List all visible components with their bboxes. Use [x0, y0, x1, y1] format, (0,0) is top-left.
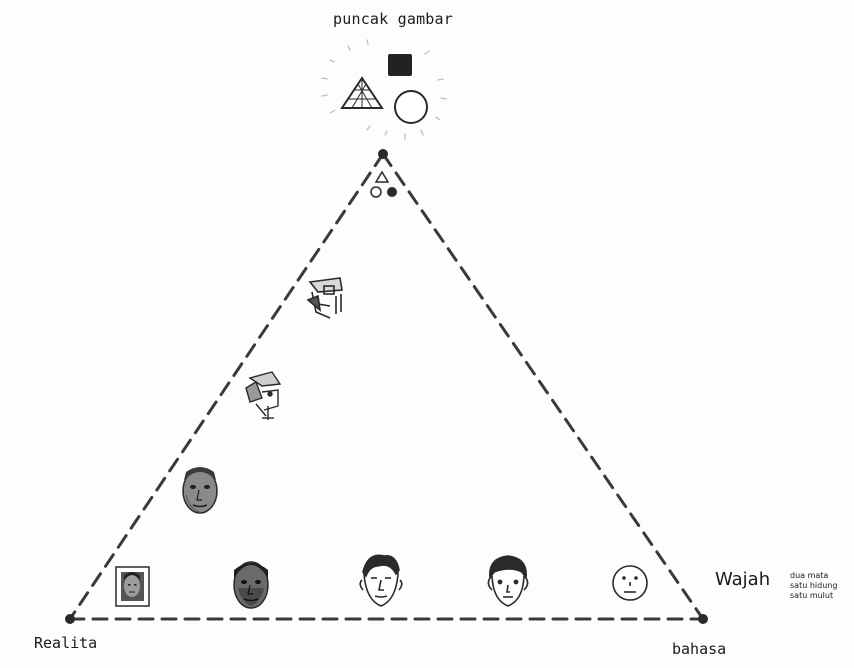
square-icon: [388, 54, 412, 76]
right-vertex: [698, 614, 708, 624]
face-note-eyes: dua mata: [790, 571, 829, 580]
simple-face-icon: [487, 555, 529, 607]
cubist-face-icon: [245, 371, 282, 420]
right-corner-label: bahasa: [672, 640, 727, 658]
right-edge: [381, 152, 705, 621]
left-vertex: [65, 614, 75, 624]
detailed-face-icon: [182, 467, 218, 514]
left-edge: [68, 152, 385, 621]
photo-face-icon: [115, 566, 150, 607]
triangle-outline: [68, 152, 705, 621]
abstract-face-icon: [306, 277, 343, 319]
small-shapes-icon: [370, 170, 397, 198]
circle-icon: [394, 90, 428, 124]
realistic-face-icon: [233, 561, 269, 609]
face-note-mouth: satu mulut: [790, 591, 834, 600]
face-note-nose: satu hidung: [790, 581, 838, 590]
face-notes: dua mata satu hidung satu mulut: [790, 571, 837, 601]
apex-shapes-group: [321, 39, 447, 140]
left-corner-label: Realita: [34, 634, 98, 652]
glow-rays: [321, 39, 447, 140]
face-label: Wajah: [715, 569, 771, 590]
smiley-face-icon: [612, 565, 648, 601]
apex-label: puncak gambar: [333, 10, 453, 28]
triangle-grid-icon: [340, 76, 384, 109]
line-face-icon: [359, 554, 403, 607]
apex-vertex: [378, 149, 388, 159]
